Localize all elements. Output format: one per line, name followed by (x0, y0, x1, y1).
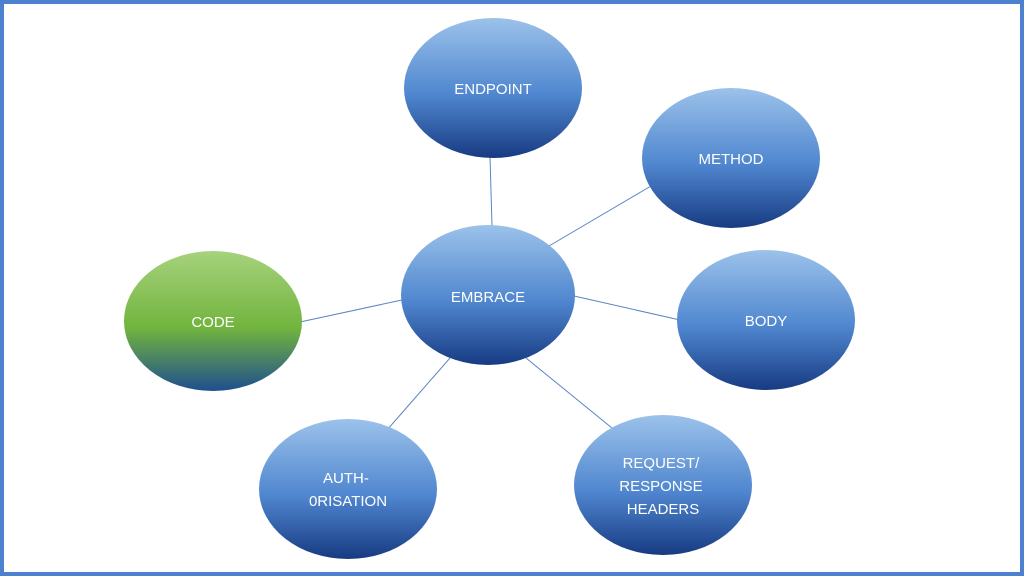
node-code-label: CODE (191, 314, 234, 331)
node-method-label: METHOD (699, 151, 764, 168)
node-headers-line-1: REQUEST/ (623, 455, 701, 472)
node-code: CODE (124, 251, 302, 391)
node-code-line-1: CODE (191, 314, 234, 331)
connector-endpoint (489, 155, 493, 227)
connector-body (573, 295, 681, 321)
node-authorisation-label: AUTH- 0RISATION (309, 470, 387, 510)
node-body-line-1: BODY (745, 313, 788, 330)
node-headers-label: REQUEST/ RESPONSE HEADERS (619, 455, 707, 518)
center-node-embrace: EMBRACE (401, 225, 575, 365)
node-method-line-1: METHOD (699, 151, 764, 168)
node-endpoint-line-1: ENDPOINT (454, 81, 532, 98)
node-endpoint: ENDPOINT (404, 18, 582, 158)
node-method: METHOD (642, 88, 820, 228)
node-endpoint-label: ENDPOINT (454, 81, 532, 98)
node-authorisation-line-2: 0RISATION (309, 493, 387, 510)
node-headers-line-3: HEADERS (627, 501, 700, 518)
hub-diagram: EMBRACE ENDPOINT METHOD BODY REQUEST/ RE… (124, 18, 855, 559)
node-request-response-headers: REQUEST/ RESPONSE HEADERS (574, 415, 752, 555)
node-headers-line-2: RESPONSE (619, 478, 702, 495)
connector-method (548, 185, 652, 247)
node-authorisation-line-1: AUTH- (323, 470, 369, 487)
connector-headers (525, 357, 613, 429)
node-body-label: BODY (745, 313, 788, 330)
connector-authorisation (386, 357, 451, 431)
node-body: BODY (677, 250, 855, 390)
node-authorisation: AUTH- 0RISATION (259, 419, 437, 559)
connector-code (299, 299, 403, 323)
center-label: EMBRACE (451, 289, 525, 306)
